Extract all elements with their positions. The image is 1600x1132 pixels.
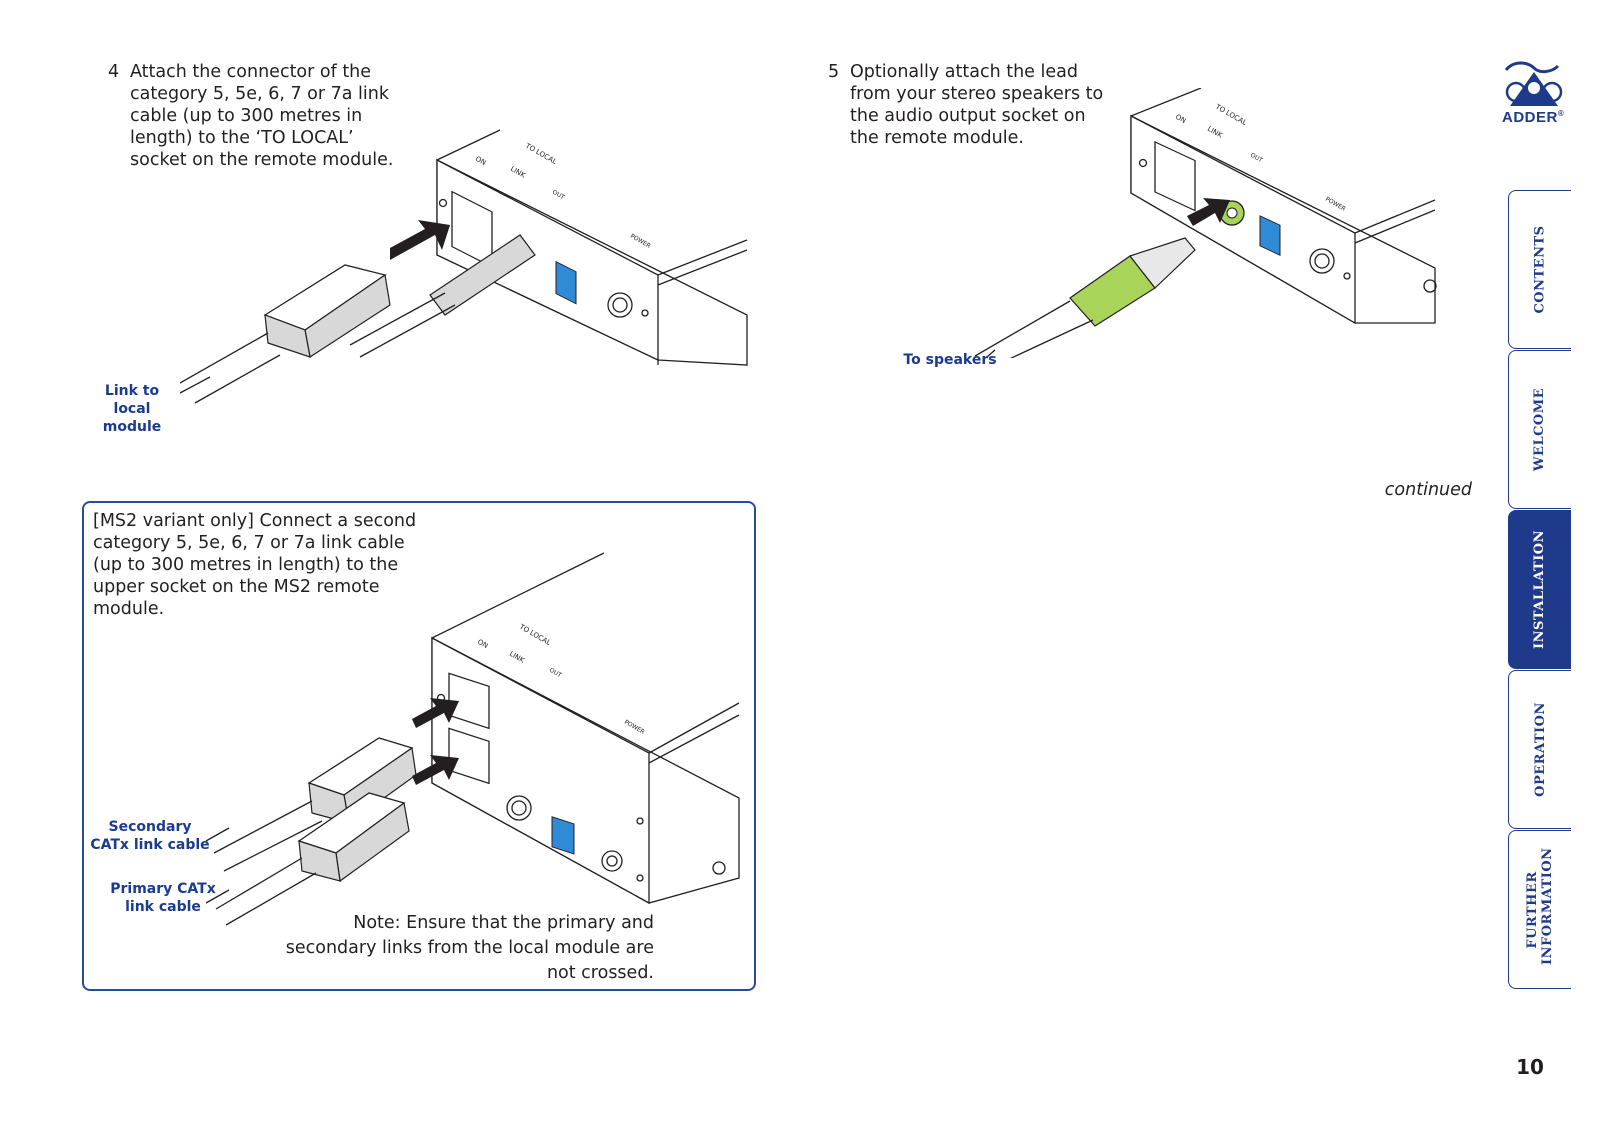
step-5: 5 Optionally attach the lead from your s…	[828, 61, 1118, 149]
tab-welcome[interactable]: WELCOME	[1508, 350, 1571, 509]
brand-registered: ®	[1557, 109, 1565, 118]
step-number: 5	[828, 62, 840, 82]
tab-label: INSTALLATION	[1532, 529, 1548, 650]
label-to-local: TO LOCAL	[1213, 102, 1248, 127]
adder-snake-icon	[1504, 61, 1563, 106]
page-number: 10	[1516, 1055, 1544, 1079]
step-text: Optionally attach the lead from your ste…	[850, 62, 1104, 148]
label-power: POWER	[1324, 196, 1347, 213]
step-number: 4	[108, 62, 120, 82]
ms2-variant-box: [MS2 variant only] Connect a second cate…	[82, 501, 756, 991]
ms2-instruction: [MS2 variant only] Connect a second cate…	[93, 511, 417, 619]
tab-installation[interactable]: INSTALLATION	[1508, 510, 1571, 669]
label-on: ON	[1174, 113, 1187, 125]
tab-contents[interactable]: CONTENTS	[1508, 190, 1571, 349]
speaker-illustration: ON TO LOCAL LINK OUT POWER	[975, 88, 1437, 358]
label-link: LINK	[508, 650, 526, 665]
label-to-local: TO LOCAL	[523, 141, 558, 166]
label-out: OUT	[548, 667, 563, 680]
label-link: LINK	[1206, 125, 1224, 140]
label-link: LINK	[509, 165, 527, 180]
label-power: POWER	[623, 719, 646, 736]
ms2-illustration: ON TO LOCAL LINK OUT POWER	[205, 552, 740, 926]
label-on: ON	[476, 638, 489, 650]
step-4: 4 Attach the connector of the category 5…	[108, 61, 408, 171]
label-out: OUT	[551, 189, 566, 202]
tab-label: CONTENTS	[1532, 225, 1548, 314]
callout-to-speakers: To speakers	[903, 352, 997, 368]
link-cable-illustration: ON TO LOCAL LINK OUT POWER	[180, 129, 748, 404]
label-power: POWER	[629, 233, 652, 250]
tab-further-information[interactable]: FURTHER INFORMATION	[1508, 830, 1571, 989]
tab-label: WELCOME	[1532, 387, 1548, 472]
brand-name: ADDER	[1502, 109, 1558, 126]
continued-text: continued	[1384, 480, 1472, 500]
ms2-note: Note: Ensure that the primary and second…	[285, 913, 654, 983]
callout-link-to-local: Link to local module	[102, 383, 162, 435]
label-out: OUT	[1249, 152, 1264, 165]
tab-label: FURTHER INFORMATION	[1525, 846, 1555, 965]
label-to-local: TO LOCAL	[517, 622, 552, 647]
label-on: ON	[474, 155, 487, 167]
callout-primary-cable: Primary CATx link cable	[110, 881, 216, 915]
step-text: Attach the connector of the category 5, …	[130, 62, 394, 170]
callout-secondary-cable: Secondary CATx link cable	[90, 819, 210, 853]
tab-operation[interactable]: OPERATION	[1508, 670, 1571, 829]
tab-label: OPERATION	[1532, 702, 1548, 797]
adder-logo: ADDER®	[1498, 58, 1570, 128]
